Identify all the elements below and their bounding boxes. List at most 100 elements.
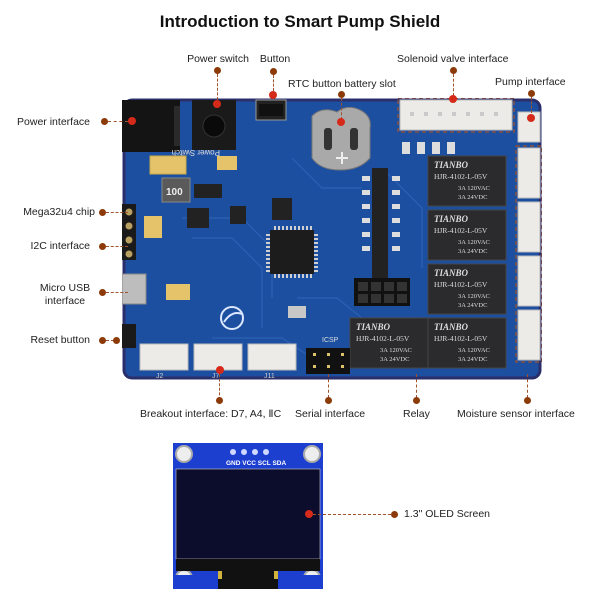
marker-button-target xyxy=(269,91,277,99)
breakout-connectors xyxy=(139,343,297,371)
oled-pin-labels: GND VCC SCL SDA xyxy=(226,460,286,467)
label-micro-usb-line2: interface xyxy=(44,295,86,307)
icsp-header xyxy=(306,348,350,374)
marker-power-interface xyxy=(101,118,108,125)
relay-rating: 3A 24VDC xyxy=(458,194,487,201)
relay: TIANBO HJR-4102-L-05V 3A 120VAC 3A 24VDC xyxy=(427,155,507,207)
marker-rtc-battery-slot xyxy=(338,91,345,98)
relay-brand: TIANBO xyxy=(356,322,391,332)
relay-model: HJR-4102-L-05V xyxy=(356,334,410,343)
relay-rating: 3A 120VAC xyxy=(458,293,490,300)
leader-i2c xyxy=(106,246,128,247)
smart-pump-shield-board: Power Switch 100 xyxy=(122,98,542,380)
marker-power-switch xyxy=(214,67,221,74)
relay-model: HJR-4102-L-05V xyxy=(434,334,488,343)
marker-reset-button xyxy=(99,337,106,344)
relay-rating: 3A 24VDC xyxy=(458,248,487,255)
relay-model: HJR-4102-L-05V xyxy=(434,172,488,181)
page-title: Introduction to Smart Pump Shield xyxy=(159,12,441,31)
relay-rating: 3A 24VDC xyxy=(458,356,487,363)
marker-power-interface-target xyxy=(128,117,136,125)
label-serial-interface: Serial interface xyxy=(295,408,366,420)
marker-mega32u4 xyxy=(99,209,106,216)
marker-reset-button-target xyxy=(113,337,120,344)
marker-breakout-target xyxy=(216,366,224,374)
icsp-label: ICSP xyxy=(322,337,339,344)
leader-solenoid-valve xyxy=(453,74,454,96)
label-relay: Relay xyxy=(403,408,430,420)
marker-serial xyxy=(325,397,332,404)
label-pump-interface: Pump interface xyxy=(495,76,566,88)
relay-brand: TIANBO xyxy=(434,160,469,170)
rtc-battery-holder xyxy=(311,106,371,171)
marker-i2c xyxy=(99,243,106,250)
leader-rtc-battery-slot xyxy=(341,98,342,120)
marker-breakout xyxy=(216,397,223,404)
marker-button xyxy=(270,68,277,75)
marker-pump-interface xyxy=(528,90,535,97)
leader-breakout xyxy=(219,374,220,400)
leader-oled xyxy=(313,514,391,515)
label-mega32u4-chip: Mega32u4 chip xyxy=(23,206,95,218)
marker-relay xyxy=(413,397,420,404)
label-reset-button: Reset button xyxy=(30,334,90,346)
relay-model: HJR-4102-L-05V xyxy=(434,226,488,235)
marker-pump-interface-target xyxy=(527,114,535,122)
leader-reset-button xyxy=(106,340,114,341)
label-solenoid-valve-interface: Solenoid valve interface xyxy=(397,53,509,65)
relay: TIANBO HJR-4102-L-05V 3A 120VAC 3A 24VDC xyxy=(349,317,429,369)
relay-rating: 3A 120VAC xyxy=(458,347,490,354)
conn-label-j2: J2 xyxy=(156,373,164,380)
inductor-marking: 100 xyxy=(166,187,183,198)
leader-serial xyxy=(328,374,329,398)
marker-oled-target xyxy=(305,510,313,518)
leader-pump-interface xyxy=(531,97,532,113)
leader-power-switch xyxy=(217,74,218,100)
label-button: Button xyxy=(259,53,291,65)
label-i2c-interface: I2C interface xyxy=(30,240,90,252)
marker-rtc-battery-slot-target xyxy=(337,118,345,126)
relay-brand: TIANBO xyxy=(434,322,469,332)
oled-module: GND VCC SCL SDA xyxy=(173,443,323,589)
relay-rating: 3A 24VDC xyxy=(380,356,409,363)
leader-mega32u4 xyxy=(106,212,128,213)
leader-button xyxy=(273,75,274,91)
micro-usb-port xyxy=(122,273,147,305)
label-oled-screen: 1.3" OLED Screen xyxy=(404,508,491,520)
mega32u4-chip xyxy=(266,226,318,278)
power-jack xyxy=(122,100,180,152)
marker-power-switch-target xyxy=(213,100,221,108)
leader-relay xyxy=(416,374,417,398)
marker-moisture xyxy=(524,397,531,404)
leader-moisture xyxy=(527,374,528,398)
relay: TIANBO HJR-4102-L-05V 3A 120VAC 3A 24VDC xyxy=(427,317,507,369)
marker-solenoid-valve-target xyxy=(449,95,457,103)
label-moisture-sensor-interface: Moisture sensor interface xyxy=(457,408,575,420)
relay-rating: 3A 120VAC xyxy=(458,185,490,192)
oled-screen xyxy=(175,468,321,560)
leader-power-interface xyxy=(108,121,128,122)
marker-solenoid-valve xyxy=(450,67,457,74)
conn-label-j7: J7 xyxy=(212,373,220,380)
inductor xyxy=(161,177,191,203)
label-power-interface: Power interface xyxy=(17,116,90,128)
marker-micro-usb xyxy=(99,289,106,296)
label-micro-usb-line1: Micro USB xyxy=(39,282,91,294)
label-rtc-battery-slot: RTC button battery slot xyxy=(288,78,396,90)
silk-power-switch: Power Switch xyxy=(172,148,220,157)
relay: TIANBO HJR-4102-L-05V 3A 120VAC 3A 24VDC xyxy=(427,209,507,261)
label-breakout-interface: Breakout interface: D7, A4, ⅡC xyxy=(140,408,282,420)
label-power-switch: Power switch xyxy=(187,53,249,65)
conn-label-j11: J11 xyxy=(264,373,275,380)
relay-brand: TIANBO xyxy=(434,214,469,224)
board-logo xyxy=(220,306,244,330)
reset-button xyxy=(122,324,136,348)
relay-rating: 3A 24VDC xyxy=(458,302,487,309)
relay-rating: 3A 120VAC xyxy=(380,347,412,354)
relay-rating: 3A 120VAC xyxy=(458,239,490,246)
marker-oled xyxy=(391,511,398,518)
leader-micro-usb xyxy=(106,292,128,293)
relay-brand: TIANBO xyxy=(434,268,469,278)
